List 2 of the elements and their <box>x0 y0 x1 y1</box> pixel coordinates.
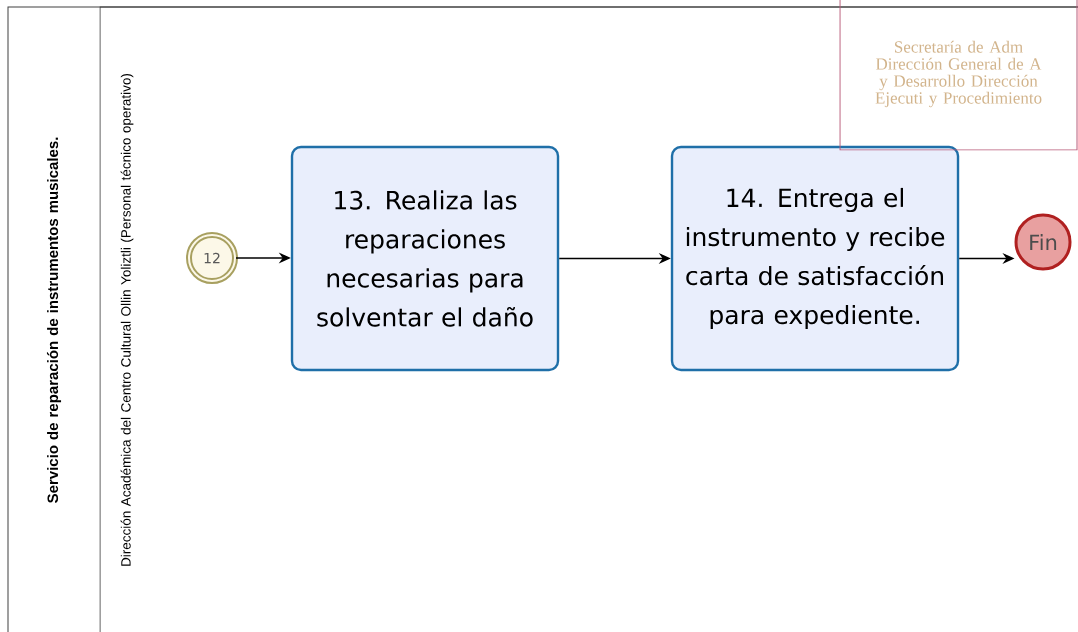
task-box: 14. Entrega el instrumento y recibe carta de satisfacción para expediente. <box>670 145 960 372</box>
task-box: 13. Realiza las reparaciones necesarias para solventar el daño <box>290 145 560 372</box>
